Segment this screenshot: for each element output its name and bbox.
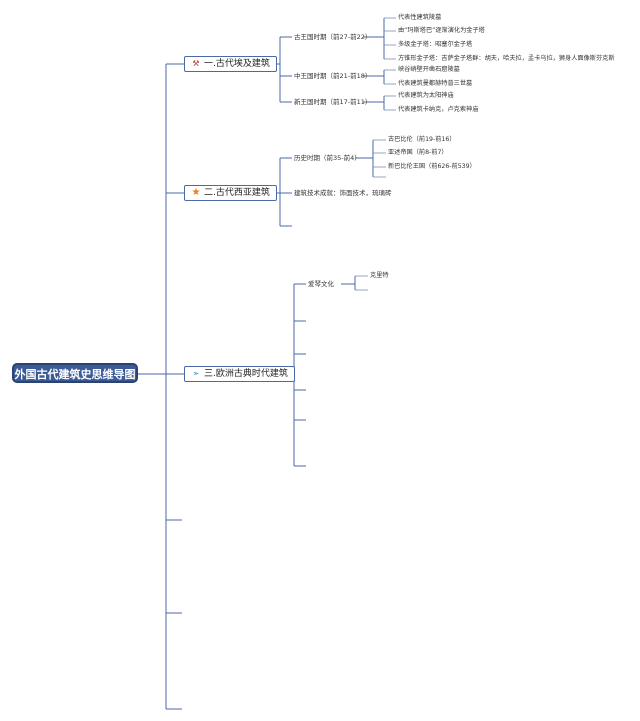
item-text[interactable]: 峡谷峭壁开凿石窟陵墓 — [398, 66, 460, 73]
star-icon: ★ — [191, 187, 201, 198]
item-text[interactable]: 代表建筑为太阳神庙 — [398, 92, 454, 99]
item-text[interactable]: 古巴比伦（前19-前16） — [388, 136, 456, 143]
subtopic-new-kingdom[interactable]: 新王国时期（前17-前11） — [294, 98, 372, 106]
item-text[interactable]: 代表建筑卡纳克，卢克索神庙 — [398, 106, 479, 113]
branch-egypt[interactable]: ⚒ 一.古代埃及建筑 — [184, 56, 277, 72]
item-text[interactable]: 由“玛斯塔巴”逐渐演化为金子塔 — [398, 27, 485, 34]
subtopic-old-kingdom[interactable]: 古王国时期（前27-前22） — [294, 33, 372, 41]
branch-west-asia-label: 二.古代西亚建筑 — [204, 188, 270, 198]
item-text[interactable]: 方锥形金子塔：吉萨金子塔群：胡夫，哈夫拉，孟卡乌拉，狮身人面像斯芬克斯 — [398, 55, 615, 62]
item-text[interactable]: 代表建筑曼都赫特普三世墓 — [398, 80, 473, 87]
paper-plane-icon: ➣ — [192, 369, 200, 378]
item-text[interactable]: 新巴比伦王国（前626-前539） — [388, 163, 476, 170]
tools-icon: ⚒ — [192, 59, 200, 68]
item-text[interactable]: 多级金子塔：昭塞尔金子塔 — [398, 41, 473, 48]
branch-europe-classical[interactable]: ➣ 三.欧洲古典时代建筑 — [184, 366, 295, 382]
subtopic-aegean[interactable]: 爱琴文化 — [308, 280, 334, 288]
branch-west-asia[interactable]: ★二.古代西亚建筑 — [184, 185, 277, 201]
item-text[interactable]: 克里特 — [370, 272, 389, 279]
subtopic-tech-achievement[interactable]: 建筑技术成就：饰面技术，琉璃砖 — [294, 189, 392, 197]
branch-egypt-label: 一.古代埃及建筑 — [204, 59, 270, 69]
branch-europe-label: 三.欧洲古典时代建筑 — [204, 369, 288, 379]
item-text[interactable]: 代表性建筑陵墓 — [398, 14, 442, 21]
subtopic-middle-kingdom[interactable]: 中王国时期（前21-前18） — [294, 72, 372, 80]
root-topic[interactable]: 外国古代建筑史思维导图 — [12, 363, 138, 383]
subtopic-history-period[interactable]: 历史时期（前35-前4） — [294, 154, 361, 162]
item-text[interactable]: 亚述帝国（前8-前7） — [388, 149, 448, 156]
